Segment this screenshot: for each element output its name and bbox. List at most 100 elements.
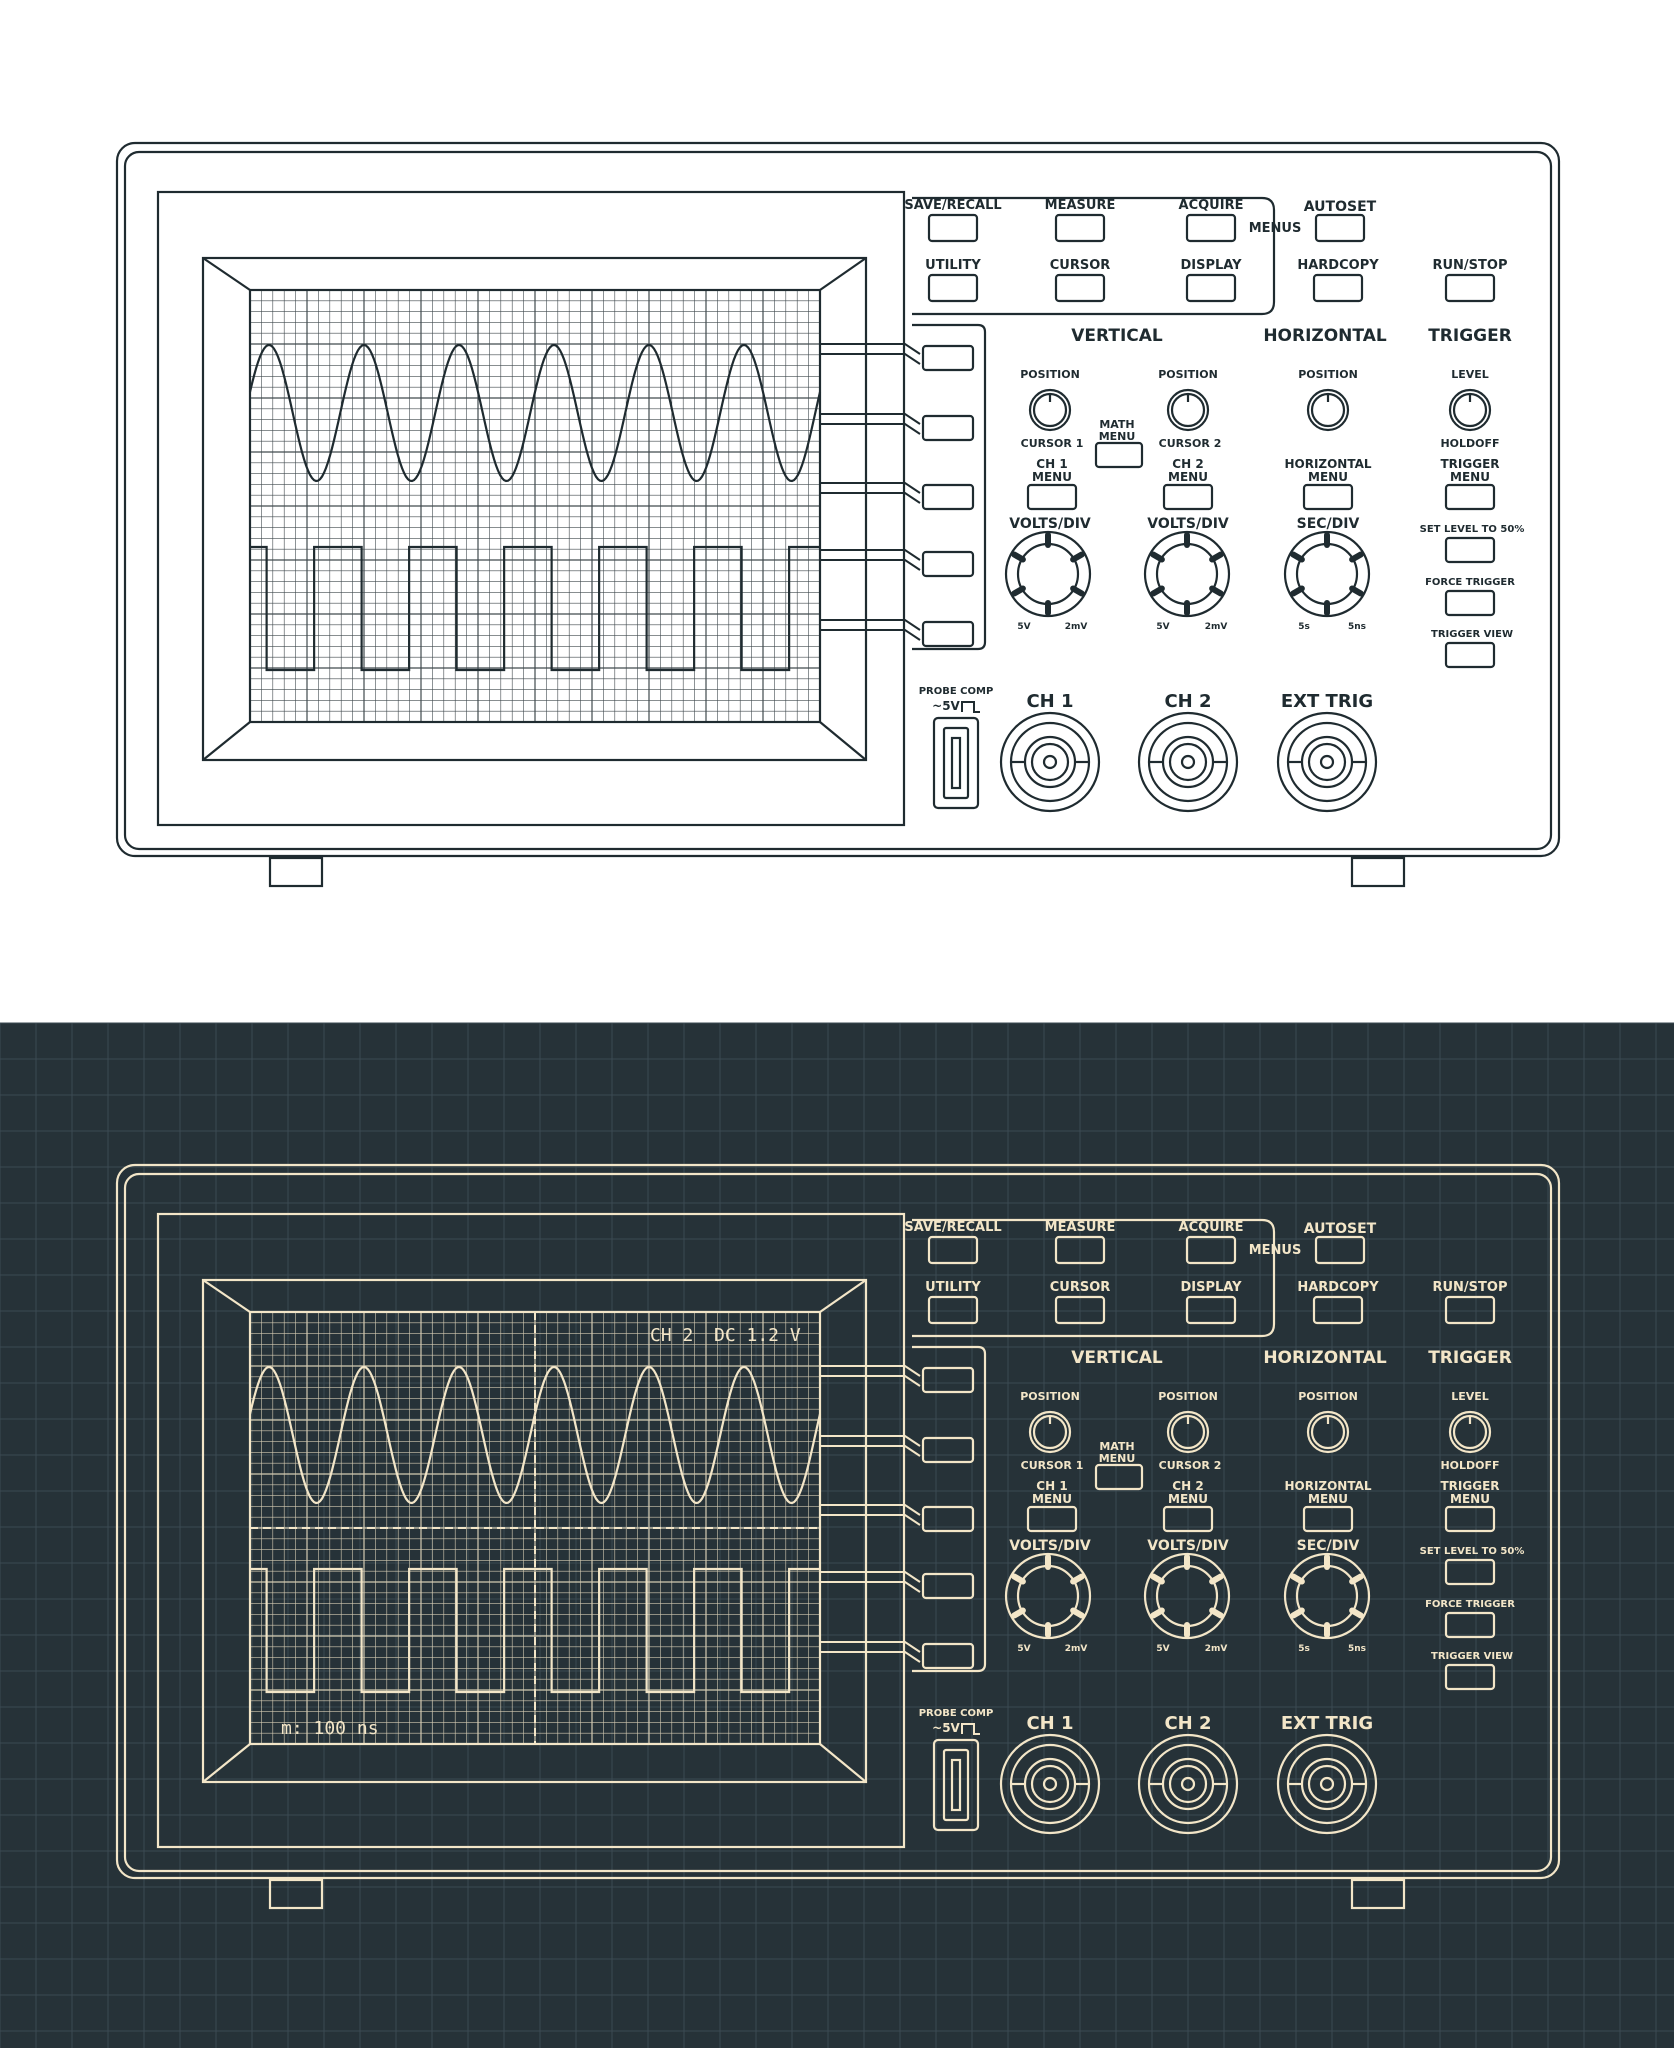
set-level-50-button[interactable] [1444, 1558, 1496, 1586]
ch1-position-knob[interactable] [1028, 388, 1072, 432]
label-trigger-menu-2: MENU [1450, 470, 1490, 484]
save-recall-button[interactable] [927, 1235, 979, 1265]
trigger-view-button[interactable] [1444, 641, 1496, 669]
label-horizontal: HORIZONTAL [1263, 326, 1387, 346]
softkey-5[interactable] [921, 620, 975, 648]
label-ch1-range-max: 2mV [1065, 622, 1088, 632]
force-trigger-button[interactable] [1444, 589, 1496, 617]
save-recall-button[interactable] [927, 213, 979, 243]
acquire-button[interactable] [1185, 213, 1237, 243]
label-level: LEVEL [1451, 368, 1489, 381]
foot-left [268, 856, 324, 888]
label-holdoff: HOLDOFF [1440, 437, 1499, 450]
sine-trace [248, 1365, 822, 1505]
label-volts-div-1: VOLTS/DIV [1009, 1538, 1091, 1554]
probe-comp-terminal[interactable] [932, 716, 980, 810]
label-autoset: AUTOSET [1304, 1221, 1377, 1237]
label-vertical: VERTICAL [1071, 1348, 1163, 1368]
ext-trig-input-connector[interactable] [1276, 1733, 1378, 1835]
label-volts-div-2: VOLTS/DIV [1147, 516, 1229, 532]
label-ch2-range-min: 5V [1156, 622, 1169, 632]
label-volts-div-2: VOLTS/DIV [1147, 1538, 1229, 1554]
probe-comp-terminal[interactable] [932, 1738, 980, 1832]
cursor-button[interactable] [1054, 1295, 1106, 1325]
foot-right [1350, 856, 1406, 888]
label-vertical: VERTICAL [1071, 326, 1163, 346]
set-level-50-button[interactable] [1444, 536, 1496, 564]
label-volts-div-1: VOLTS/DIV [1009, 516, 1091, 532]
hardcopy-button[interactable] [1312, 1295, 1364, 1325]
force-trigger-button[interactable] [1444, 1611, 1496, 1639]
run-stop-button[interactable] [1444, 273, 1496, 303]
ch2-input-connector[interactable] [1137, 711, 1239, 813]
case-inner [123, 1172, 1553, 1873]
horizontal-menu-button[interactable] [1302, 1505, 1354, 1533]
softkey-4[interactable] [921, 550, 975, 578]
label-cursor: CURSOR [1050, 258, 1111, 273]
label-cursor: CURSOR [1050, 1280, 1111, 1295]
autoset-button[interactable] [1314, 1235, 1366, 1265]
cursor-button[interactable] [1054, 273, 1106, 303]
trigger-menu-button[interactable] [1444, 483, 1496, 511]
trigger-level-knob[interactable] [1448, 388, 1492, 432]
trigger-menu-button[interactable] [1444, 1505, 1496, 1533]
label-h-position: POSITION [1298, 368, 1358, 381]
label-sec-div: SEC/DIV [1297, 1538, 1360, 1554]
math-menu-button[interactable] [1094, 441, 1144, 469]
ch1-input-connector[interactable] [999, 1733, 1101, 1835]
ch1-menu-button[interactable] [1026, 1505, 1078, 1533]
math-menu-button[interactable] [1094, 1463, 1144, 1491]
softkey-1[interactable] [921, 344, 975, 372]
readout-timebase: m: 100 ns [281, 1718, 379, 1739]
readout-scale: DC 1.2 V [714, 1325, 801, 1346]
softkey-3[interactable] [921, 483, 975, 511]
ch1-menu-button[interactable] [1026, 483, 1078, 511]
h-position-knob[interactable] [1306, 388, 1350, 432]
label-run-stop: RUN/STOP [1432, 258, 1507, 273]
label-save-recall: SAVE/RECALL [904, 1220, 1001, 1235]
square-trace [250, 1567, 820, 1694]
label-ch2-range-max: 2mV [1205, 622, 1228, 632]
label-ch2-menu-2: MENU [1168, 1492, 1208, 1506]
hardcopy-button[interactable] [1312, 273, 1364, 303]
ext-trig-input-connector[interactable] [1276, 711, 1378, 813]
label-math-menu-2: MENU [1099, 1452, 1136, 1465]
ch1-position-knob[interactable] [1028, 1410, 1072, 1454]
label-trigger: TRIGGER [1428, 326, 1512, 346]
acquire-button[interactable] [1185, 1235, 1237, 1265]
label-ch2-range-min: 5V [1156, 1644, 1169, 1654]
ch2-input-connector[interactable] [1137, 1733, 1239, 1835]
label-h-menu-1: HORIZONTAL [1284, 457, 1371, 471]
measure-button[interactable] [1054, 1235, 1106, 1265]
label-holdoff: HOLDOFF [1440, 1459, 1499, 1472]
measure-button[interactable] [1054, 213, 1106, 243]
label-ch1-input: CH 1 [1026, 691, 1073, 712]
label-trigger: TRIGGER [1428, 1348, 1512, 1368]
utility-button[interactable] [927, 1295, 979, 1325]
ch1-input-connector[interactable] [999, 711, 1101, 813]
label-position-1: POSITION [1020, 1390, 1080, 1403]
ch2-menu-button[interactable] [1162, 1505, 1214, 1533]
graticule [250, 290, 820, 722]
display-button[interactable] [1185, 1295, 1237, 1325]
ch2-position-knob[interactable] [1166, 1410, 1210, 1454]
softkey-4[interactable] [921, 1572, 975, 1600]
softkey-1[interactable] [921, 1366, 975, 1394]
ch2-position-knob[interactable] [1166, 388, 1210, 432]
utility-button[interactable] [927, 273, 979, 303]
trigger-view-button[interactable] [1444, 1663, 1496, 1691]
softkey-2[interactable] [921, 1436, 975, 1464]
label-cursor-2: CURSOR 2 [1159, 437, 1222, 450]
autoset-button[interactable] [1314, 213, 1366, 243]
ch2-menu-button[interactable] [1162, 483, 1214, 511]
horizontal-menu-button[interactable] [1302, 483, 1354, 511]
run-stop-button[interactable] [1444, 1295, 1496, 1325]
h-position-knob[interactable] [1306, 1410, 1350, 1454]
softkey-2[interactable] [921, 414, 975, 442]
display-button[interactable] [1185, 273, 1237, 303]
softkey-5[interactable] [921, 1642, 975, 1670]
trigger-level-knob[interactable] [1448, 1410, 1492, 1454]
label-position-2: POSITION [1158, 1390, 1218, 1403]
softkey-3[interactable] [921, 1505, 975, 1533]
